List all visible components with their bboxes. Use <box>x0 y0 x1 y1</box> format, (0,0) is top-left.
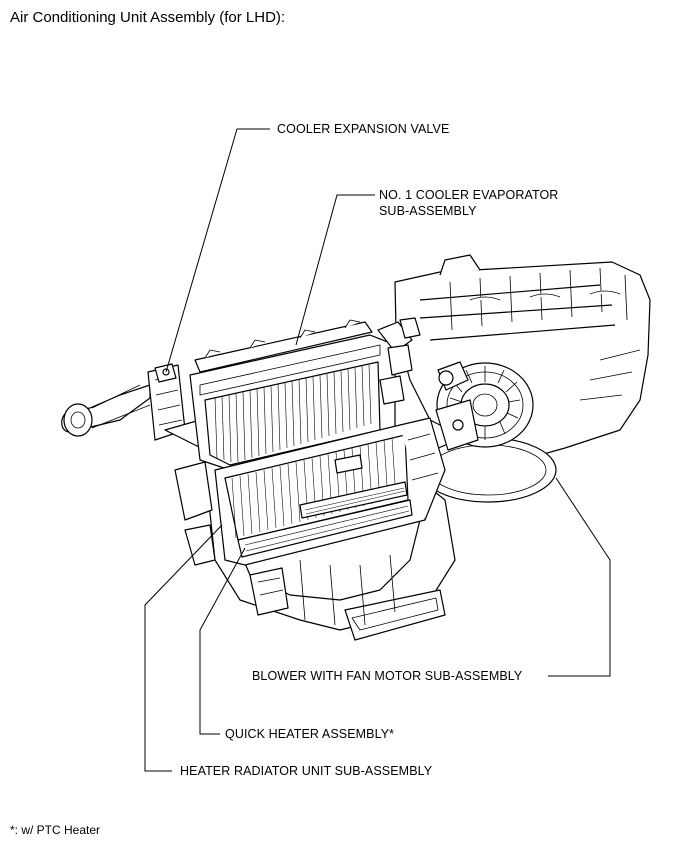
expansion-valve <box>154 363 177 383</box>
leader-heater-radiator <box>144 524 223 772</box>
leader-evaporator <box>295 194 375 346</box>
label-heater-radiator: HEATER RADIATOR UNIT SUB-ASSEMBLY <box>180 764 433 778</box>
leader-quick-heater <box>199 547 246 735</box>
label-cooler-expansion-valve: COOLER EXPANSION VALVE <box>277 122 450 136</box>
label-evaporator-line2: SUB-ASSEMBLY <box>379 204 477 218</box>
leader-blower <box>548 477 611 677</box>
label-blower: BLOWER WITH FAN MOTOR SUB-ASSEMBLY <box>252 669 523 683</box>
leader-cooler-expansion-valve <box>165 128 270 373</box>
leader-lines <box>144 128 611 772</box>
label-evaporator-line1: NO. 1 COOLER EVAPORATOR <box>379 188 559 202</box>
side-fittings <box>377 317 421 405</box>
diagram-title: Air Conditioning Unit Assembly (for LHD)… <box>10 9 286 26</box>
heater-core <box>214 417 446 566</box>
label-quick-heater: QUICK HEATER ASSEMBLY* <box>225 727 395 741</box>
lower-housing <box>164 419 456 641</box>
evaporator-core <box>189 319 396 471</box>
blower-assembly <box>419 361 557 503</box>
footnote: *: w/ PTC Heater <box>10 823 101 837</box>
refrigerant-pipes <box>61 364 186 441</box>
